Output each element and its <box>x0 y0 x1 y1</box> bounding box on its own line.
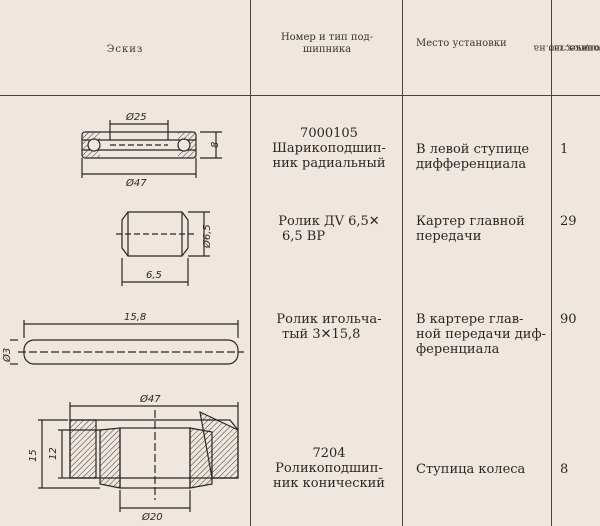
row-4-number-line: Роликоподшип- <box>275 461 383 476</box>
row-3-place-line: ференциала <box>416 342 500 357</box>
column-divider-1 <box>250 0 251 526</box>
header-qty-line2: мотоцикл, шт. <box>545 42 600 53</box>
row-1-place: В левой ступице дифференциала <box>416 142 548 172</box>
row-2-number-line: Ролик ДV 6,5✕ <box>278 214 380 229</box>
roller-sketch <box>116 211 210 286</box>
tapered-inner-label: Ø20 <box>141 511 163 523</box>
header-quantity-text: Количество на мотоцикл, шт. <box>534 10 600 84</box>
row-3-quantity: 90 <box>560 312 577 327</box>
ball-bearing-sketch <box>81 120 222 178</box>
row-1-number-line: ник радиальный <box>272 156 386 171</box>
row-2-number-line: 6,5 ВР <box>282 229 326 244</box>
tapered-bearing-sketch <box>38 402 239 512</box>
needle-dia-label: Ø3 <box>1 348 13 363</box>
needle-len-label: 15,8 <box>124 312 146 323</box>
header-quantity: Количество на мотоцикл, шт. <box>534 0 600 95</box>
row-2-place-line: Картер главной <box>416 214 525 229</box>
header-number-line2: шипника <box>302 44 352 55</box>
row-1-place-line: В левой ступице <box>416 142 530 157</box>
row-4-number: 7204 Роликоподшип- ник конический <box>262 446 396 491</box>
dim-inner-label: Ø25 <box>125 111 147 123</box>
row-4-number-line: 7204 <box>312 446 346 461</box>
column-divider-3 <box>551 0 552 526</box>
tapered-outer-label: Ø47 <box>139 393 161 405</box>
needle-roller-sketch <box>10 320 244 365</box>
dim-width-label: 8 <box>210 142 221 148</box>
row-1-quantity: 1 <box>560 142 569 157</box>
row-1-place-line: дифференциала <box>416 157 527 172</box>
row-1-number-line: Шарикоподшип- <box>272 141 386 156</box>
header-sketch: Эскиз <box>106 44 144 55</box>
row-1-number: 7000105 Шарикоподшип- ник радиальный <box>262 126 396 171</box>
dim-outer-label: Ø47 <box>125 177 147 189</box>
row-1-number-line: 7000105 <box>300 126 358 141</box>
column-divider-2 <box>402 0 403 526</box>
row-2-place: Картер главной передачи <box>416 214 548 244</box>
header-divider <box>0 95 600 96</box>
header-number: Номер и тип под- шипника <box>252 32 402 56</box>
row-3-number-line: Ролик иголь­ча- <box>276 312 382 327</box>
row-3-number: Ролик иголь­ча- тый 3✕15,8 <box>262 312 396 342</box>
row-3-place: В картере глав- ной передачи диф- ференц… <box>416 312 548 357</box>
tapered-h1-label: 15 <box>28 449 39 462</box>
row-4-place: Ступица колеса <box>416 462 548 477</box>
row-2-number: Ролик ДV 6,5✕ 6,5 ВР <box>262 214 396 244</box>
roller-dia-label: Ø6,5 <box>201 224 213 249</box>
row-4-quantity: 8 <box>560 462 569 477</box>
row-3-place-line: ной передачи диф- <box>416 327 547 342</box>
header-place: Место установки <box>416 38 507 49</box>
row-4-place-line: Ступица колеса <box>416 462 526 477</box>
row-2-place-line: передачи <box>416 229 482 244</box>
header-number-line1: Номер и тип под- <box>280 32 374 43</box>
row-3-number-line: тый 3✕15,8 <box>282 327 361 342</box>
row-2-quantity: 29 <box>560 214 577 229</box>
tapered-h2-label: 12 <box>48 447 59 460</box>
roller-len-label: 6,5 <box>146 270 162 281</box>
row-3-place-line: В картере глав- <box>416 312 524 327</box>
row-4-number-line: ник конический <box>273 476 385 491</box>
sketch-column: Ø25 Ø47 8 Ø6,5 6,5 15,8 Ø3 Ø47 Ø20 15 12 <box>1 111 244 523</box>
